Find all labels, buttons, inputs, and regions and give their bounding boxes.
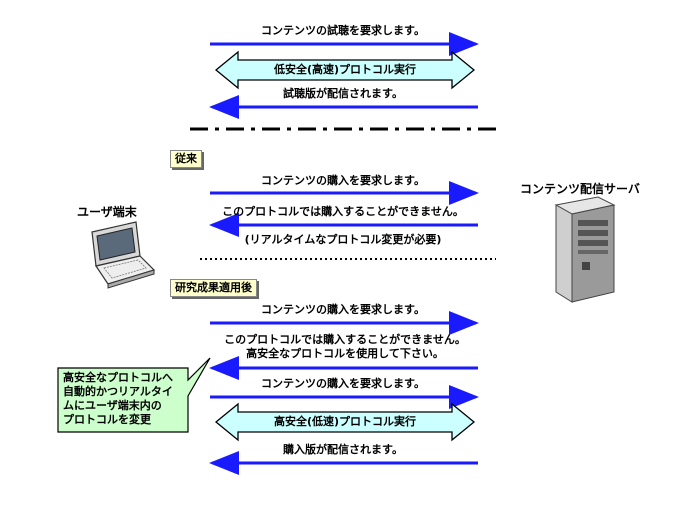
callout-text: 高安全なプロトコルへ 自動的かつリアルタイ ムにユーザ端末内の プロトコルを変更 <box>63 371 173 426</box>
server-icon <box>554 196 616 303</box>
label-new-cannot-purchase: このプロトコルでは購入することができません。 高安全なプロトコルを使用して下さい… <box>224 333 466 360</box>
label-purchase-delivered: 購入版が配信されます。 <box>283 443 403 456</box>
section-tag-after-research: 研究成果適用後 <box>170 279 257 297</box>
callout-box <box>57 357 211 433</box>
actor-user-terminal: ユーザ端末 <box>77 205 137 219</box>
label-high-security-protocol: 高安全(低速)プロトコル実行 <box>273 415 417 428</box>
label-conv-cannot-purchase: このプロトコルでは購入することができません。 <box>222 205 464 218</box>
label-trial-delivered: 試聴版が配信されます。 <box>283 87 403 100</box>
label-trial-request: コンテンツの試聴を要求します。 <box>261 24 425 37</box>
label-conv-purchase-request: コンテンツの購入を要求します。 <box>261 174 425 187</box>
laptop-icon <box>91 221 156 289</box>
actor-content-server: コンテンツ配信サーバ <box>520 182 640 196</box>
section-tag-conventional: 従来 <box>170 150 202 168</box>
double-arrow-low-security <box>214 50 476 90</box>
label-low-security-protocol: 低安全(高速)プロトコル実行 <box>273 63 417 76</box>
label-conv-note: (リアルタイムなプロトコル変更が必要) <box>244 233 442 246</box>
label-new-purchase-request-2: コンテンツの購入を要求します。 <box>261 377 425 390</box>
label-new-purchase-request: コンテンツの購入を要求します。 <box>261 303 425 316</box>
double-arrow-high-security <box>214 402 476 442</box>
